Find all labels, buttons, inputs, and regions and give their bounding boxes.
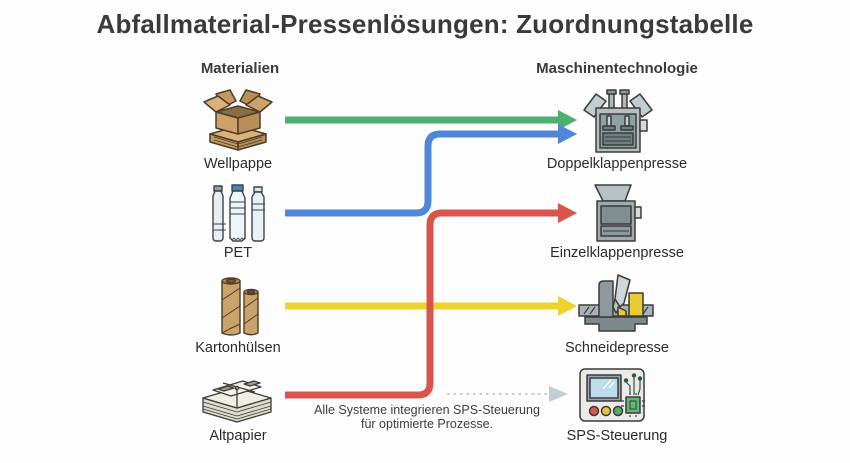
note-line-2: für optimierte Prozesse. [361, 417, 493, 431]
cardboard-stack-icon [202, 88, 274, 152]
cardboard-tubes-icon [216, 276, 264, 338]
arrow-altpapier-einzelklappenpresse [285, 203, 577, 399]
arrow-pet-doppelklappenpresse [285, 124, 577, 217]
arrow-kartonhuelsen-schneidepresse [285, 296, 577, 316]
plastic-bottles-icon [205, 184, 271, 244]
material-label: PET [223, 245, 253, 261]
note-line-1: Alle Systeme integrieren SPS-Steuerung [314, 403, 540, 417]
newspaper-bundle-icon [198, 368, 276, 424]
plc-panel-icon [578, 365, 656, 423]
arrow-sps-integration [447, 386, 568, 402]
double-flap-press-icon [582, 88, 654, 154]
page-title: Abfallmaterial-Pressenlösungen: Zuordnun… [96, 9, 754, 39]
material-label: Kartonhülsen [195, 340, 281, 356]
machine-label: Doppelklappenpresse [546, 156, 688, 172]
material-label: Wellpappe [203, 156, 273, 172]
machine-label: SPS-Steuerung [566, 428, 668, 444]
cutting-press-icon [577, 273, 655, 337]
sps-integration-note: Alle Systeme integrieren SPS-Steuerung f… [297, 403, 557, 431]
arrow-wellpappe-doppelklappenpresse [285, 110, 577, 130]
materials-column-header: Materialien [200, 60, 280, 77]
machines-column-header: Maschinentechnologie [536, 60, 698, 77]
material-label: Altpapier [209, 428, 267, 444]
single-flap-press-icon [588, 183, 644, 243]
machine-label: Schneidepresse [565, 340, 669, 356]
machine-label: Einzelklappenpresse [550, 245, 684, 261]
